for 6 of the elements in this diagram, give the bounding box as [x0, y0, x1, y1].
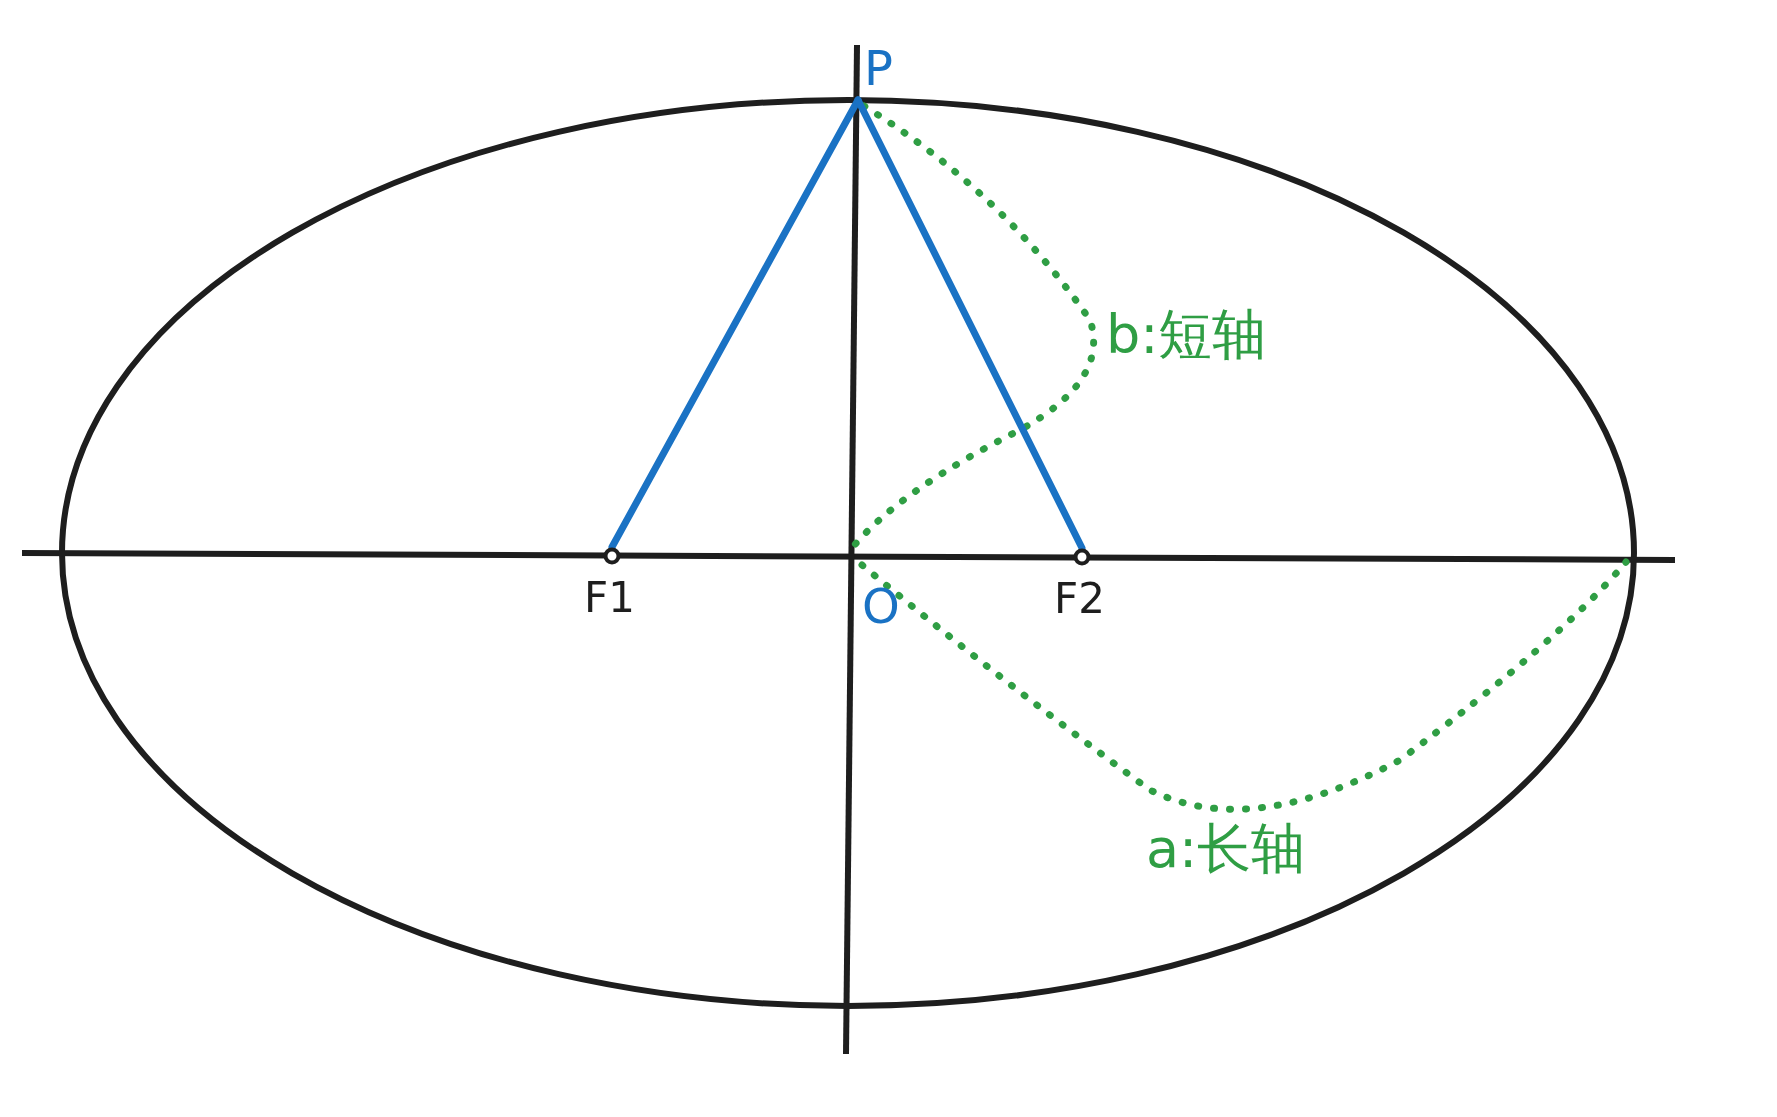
point-label: P — [864, 44, 893, 92]
dimension-label: b:短轴 — [1106, 308, 1267, 362]
point-label: F1 — [584, 577, 635, 619]
point-label: F2 — [1054, 578, 1105, 620]
dimension-label: a:长轴 — [1146, 822, 1306, 876]
origin-label: O — [862, 582, 900, 630]
